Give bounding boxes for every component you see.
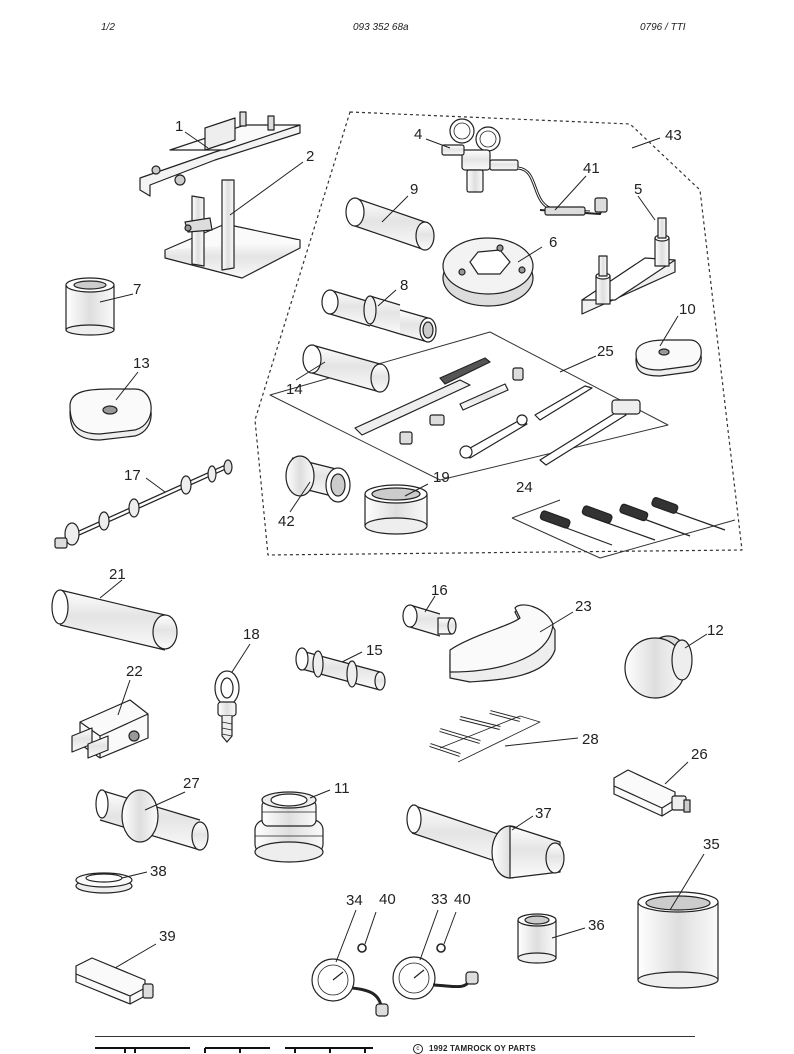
callout-10: 10 [679,301,696,318]
callout-1: 1 [175,118,183,135]
callout-17: 17 [124,467,141,484]
callout-22: 22 [126,663,143,680]
part-26-hex-adapter [613,769,691,817]
part-14-cylinder [302,344,390,393]
document-number: 093 352 68a [353,22,409,33]
part-42-sleeve [285,455,351,503]
part-27-shaft [95,789,209,851]
part-17-shaft [54,459,233,549]
part-13-plate [69,388,152,441]
part-34-gauge [311,958,389,1017]
callout-35: 35 [703,836,720,853]
kit-25-outline [269,331,669,481]
logo-graphic [95,1047,373,1053]
part-35-bushing [637,891,719,989]
callout-9: 9 [410,181,418,198]
callout-33: 33 [431,891,448,908]
part-39-hex-adapter [75,957,154,1005]
callout-19: 19 [433,469,450,486]
callout-36: 36 [588,917,605,934]
kit-24-outline-b [511,517,736,559]
part-11-stepped-plug [254,791,324,863]
callout-21: 21 [109,566,126,583]
callout-12: 12 [707,622,724,639]
callout-40-left: 40 [379,891,396,908]
part-5-bracket [581,217,676,315]
callout-38: 38 [150,863,167,880]
callout-25: 25 [597,343,614,360]
kit-boundary-outline [254,111,743,556]
callout-18: 18 [243,626,260,643]
revision-code: 0796 / TTI [640,22,686,33]
part-12-cap [624,635,693,699]
callout-7: 7 [133,281,141,298]
callout-14: 14 [286,381,303,398]
callout-11: 11 [334,780,350,797]
callout-40-right: 40 [454,891,471,908]
callout-24: 24 [516,479,533,496]
leader-lines [99,131,708,969]
callout-39: 39 [159,928,176,945]
callout-41: 41 [583,160,600,177]
part-10-plate [635,339,702,377]
part-24-hooks [539,497,726,546]
callout-6: 6 [549,234,557,251]
tamrock-logo [95,1046,375,1053]
callout-23: 23 [575,598,592,615]
part-1-2-stand [139,111,301,279]
part-33-gauge [392,956,479,1000]
callout-5: 5 [634,181,642,198]
part-36-bushing [517,913,557,964]
callout-28: 28 [582,731,599,748]
part-18-eyebolt [214,670,240,743]
part-40-o-ring-b [436,943,446,953]
callout-labels: 1 2 4 43 9 41 5 6 7 8 10 13 14 25 17 19 … [109,118,724,945]
part-37-sleeve [406,804,565,879]
callout-16: 16 [431,582,448,599]
part-8-stepped-sleeve [321,289,437,343]
copyright-label: 1992 TAMROCK OY PARTS [429,1044,536,1054]
page-number: 1/2 [101,22,115,33]
part-25-tool-kit [354,357,641,466]
part-4-regulator [441,118,608,216]
callout-27: 27 [183,775,200,792]
part-21-cylinder [51,589,178,651]
part-16-pin [402,604,457,637]
part-19-ring [364,484,428,535]
callout-43: 43 [665,127,682,144]
callout-26: 26 [691,746,708,763]
part-7-bushing [65,277,115,336]
callout-15: 15 [366,642,383,659]
part-38-disc [75,872,133,894]
callout-2: 2 [306,148,314,165]
footer-rule [95,1036,695,1037]
callout-34: 34 [346,892,363,909]
part-28-keys [429,710,541,763]
part-23-crescent [449,604,556,683]
callout-42: 42 [278,513,295,530]
part-40-o-ring-a [357,943,367,953]
kit-24-outline [511,499,561,519]
callout-8: 8 [400,277,408,294]
callout-37: 37 [535,805,552,822]
callout-4: 4 [414,126,422,143]
callout-13: 13 [133,355,150,372]
part-15-spindle [295,647,386,691]
part-9-cylinder [345,197,435,251]
part-22-block [71,699,149,759]
part-6-hub [442,237,534,307]
